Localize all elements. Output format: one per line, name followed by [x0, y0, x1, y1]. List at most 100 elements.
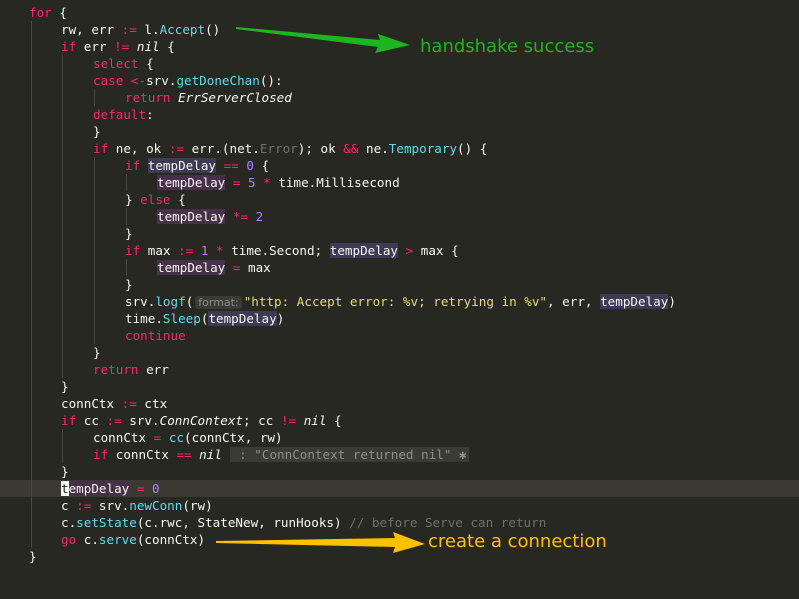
code-text: { — [51, 5, 67, 20]
code-line: if max := 1 * time.Second; tempDelay > m… — [0, 242, 799, 259]
annotation-create-connection: create a connection — [428, 531, 607, 552]
code-text: ctx — [136, 396, 168, 411]
indent-guide — [31, 106, 32, 123]
code-line: time.Sleep(tempDelay) — [0, 310, 799, 327]
indent-guide — [62, 310, 63, 327]
code-text: c — [61, 498, 77, 513]
code-text: , err, — [547, 294, 601, 309]
code-line: } — [0, 463, 799, 480]
operator: := — [178, 243, 194, 258]
code-line: c := srv.newConn(rw) — [0, 497, 799, 514]
code-text: max { — [420, 243, 459, 258]
current-line: tempDelay = 0 — [0, 480, 799, 497]
green-arrow-icon — [236, 27, 410, 53]
code-line: } — [0, 548, 799, 565]
keyword: if — [61, 413, 77, 428]
code-line: return err — [0, 361, 799, 378]
variable-highlight: tempDelay — [157, 175, 226, 190]
indent-guide — [62, 106, 63, 123]
indent-guide — [31, 89, 32, 106]
indent-guide — [62, 123, 63, 140]
indent-guide — [62, 72, 63, 89]
indent-guide — [62, 225, 63, 242]
code-line: } — [0, 276, 799, 293]
indent-guide — [94, 191, 95, 208]
indent-guide — [62, 89, 63, 106]
nil-literal: nil — [191, 447, 222, 462]
code-line: tempDelay = 5 * time.Millisecond — [0, 174, 799, 191]
code-text: { — [326, 413, 342, 428]
indent-guide — [31, 174, 32, 191]
annotation-handshake-success: handshake success — [420, 36, 595, 57]
code-text: srv. — [146, 73, 177, 88]
function-name: newConn — [129, 498, 183, 513]
indent-guide — [31, 191, 32, 208]
indent-guide — [126, 259, 127, 276]
code-text: (rw) — [182, 498, 213, 513]
code-text: err.(net. — [184, 141, 260, 156]
variable-highlight: empDelay — [68, 481, 130, 496]
keyword: continue — [125, 328, 186, 343]
indent-guide — [31, 463, 32, 480]
code-text: connCtx — [93, 430, 154, 445]
code-text: () { — [457, 141, 488, 156]
operator: * — [255, 175, 279, 190]
indent-guide — [31, 225, 32, 242]
indent-guide — [31, 446, 32, 463]
keyword: return — [93, 362, 139, 377]
function-name: Accept — [159, 22, 206, 37]
code-text: ); ok — [297, 141, 344, 156]
keyword: for — [29, 5, 52, 20]
indent-guide — [62, 174, 63, 191]
indent-guide — [31, 293, 32, 310]
code-line: if err != nil { — [0, 38, 799, 55]
indent-guide — [62, 140, 63, 157]
text-cursor[interactable]: t — [61, 481, 69, 496]
code-text: l. — [136, 22, 160, 37]
function-name: cc — [168, 430, 185, 445]
operator: := — [121, 396, 137, 411]
code-line: case <-srv.getDoneChan(): — [0, 72, 799, 89]
variable-highlight: tempDelay — [600, 294, 669, 309]
function-name: Sleep — [162, 311, 201, 326]
variable-highlight: tempDelay — [147, 158, 217, 173]
indent-guide — [31, 55, 32, 72]
code-text: { — [138, 56, 154, 71]
parameter-hint: format: — [195, 296, 242, 309]
code-text: rw, err — [61, 22, 122, 37]
keyword: return — [125, 90, 171, 105]
code-line: c.setState(c.rwc, StateNew, runHooks) //… — [0, 514, 799, 531]
indent-guide — [31, 276, 32, 293]
indent-guide — [31, 344, 32, 361]
code-text: err — [76, 39, 115, 54]
code-editor[interactable]: for { rw, err := l.Accept() if err != ni… — [0, 0, 799, 568]
indent-guide — [94, 157, 95, 174]
code-text: } — [125, 226, 133, 241]
code-line: return ErrServerClosed — [0, 89, 799, 106]
code-text: ( — [200, 311, 209, 326]
code-text: srv. — [125, 294, 156, 309]
indent-guide — [31, 480, 32, 497]
indent-guide — [31, 259, 32, 276]
code-text: } — [125, 277, 133, 292]
code-text: srv. — [91, 498, 130, 513]
code-line: } — [0, 225, 799, 242]
code-line: } else { — [0, 191, 799, 208]
code-text: (connCtx) — [136, 532, 206, 547]
code-text: err — [138, 362, 169, 377]
indent-guide — [62, 276, 63, 293]
indent-guide — [62, 344, 63, 361]
code-text: connCtx — [61, 396, 122, 411]
indent-guide — [31, 395, 32, 412]
folded-region-hint[interactable]: : "ConnContext returned nil" ✱ — [229, 447, 469, 462]
operator: == — [176, 447, 192, 462]
indent-guide — [94, 310, 95, 327]
operator: := — [168, 141, 185, 156]
indent-guide — [94, 259, 95, 276]
code-text: time.Millisecond — [278, 175, 400, 190]
indent-guide — [62, 429, 63, 446]
code-text: c. — [61, 515, 77, 530]
keyword: go — [61, 532, 77, 547]
number-literal: 1 — [193, 243, 209, 258]
code-text: (connCtx, rw) — [184, 430, 283, 445]
